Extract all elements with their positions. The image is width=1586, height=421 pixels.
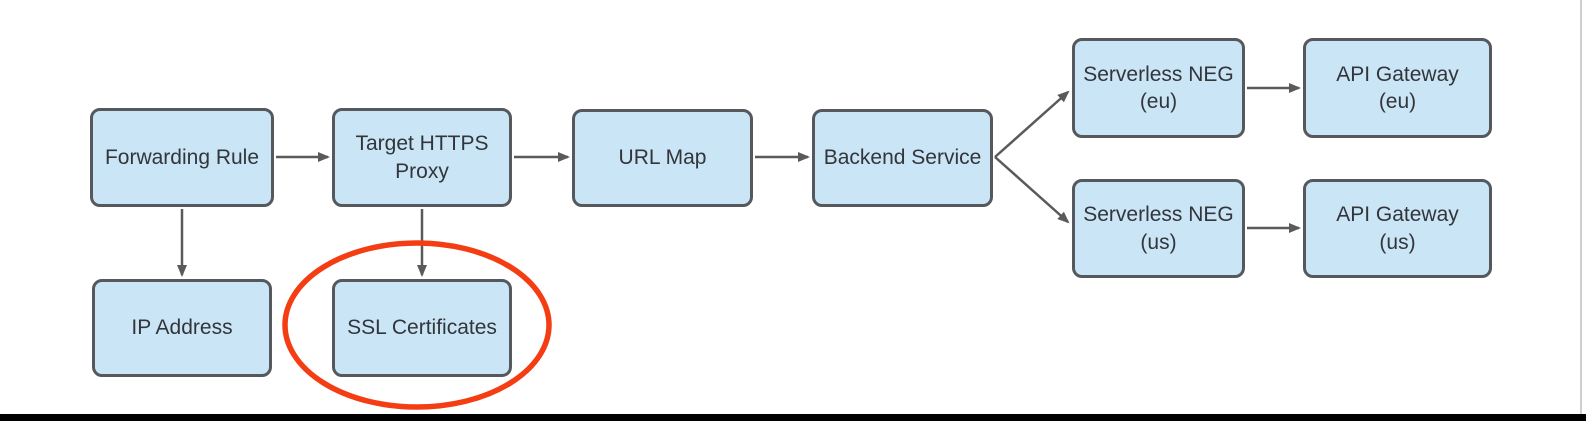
node-ip-address[interactable]: IP Address <box>92 279 272 377</box>
arrow-backend-service-to-serverless-neg-us <box>994 156 1070 224</box>
node-ssl-certificates[interactable]: SSL Certificates <box>332 279 512 377</box>
page-edge-line <box>1580 0 1582 421</box>
node-serverless-neg-us-label: Serverless NEG (us) <box>1083 203 1234 254</box>
node-api-gateway-us-label: API Gateway (us) <box>1336 203 1459 254</box>
node-serverless-neg-eu-label: Serverless NEG (eu) <box>1083 62 1234 113</box>
node-backend-service[interactable]: Backend Service <box>812 109 993 207</box>
node-forwarding-rule-label: Forwarding Rule <box>104 145 260 169</box>
node-ip-address-label: IP Address <box>131 316 233 340</box>
arrow-backend-service-to-serverless-neg-eu <box>994 90 1070 158</box>
node-forwarding-rule[interactable]: Forwarding Rule <box>90 108 274 207</box>
node-serverless-neg-eu[interactable]: Serverless NEG (eu) <box>1072 38 1245 138</box>
node-ssl-certificates-label: SSL Certificates <box>347 316 497 340</box>
node-url-map-label: URL Map <box>618 146 707 170</box>
node-api-gateway-eu-label: API Gateway (eu) <box>1336 62 1459 113</box>
node-backend-service-label: Backend Service <box>823 146 982 170</box>
node-serverless-neg-us[interactable]: Serverless NEG (us) <box>1072 179 1245 278</box>
node-target-https-proxy[interactable]: Target HTTPS Proxy <box>332 108 512 207</box>
node-target-https-proxy-label: Target HTTPS Proxy <box>355 132 489 183</box>
bottom-black-bar <box>0 414 1586 421</box>
node-api-gateway-eu[interactable]: API Gateway (eu) <box>1303 38 1492 138</box>
node-api-gateway-us[interactable]: API Gateway (us) <box>1303 179 1492 278</box>
node-url-map[interactable]: URL Map <box>572 109 753 207</box>
